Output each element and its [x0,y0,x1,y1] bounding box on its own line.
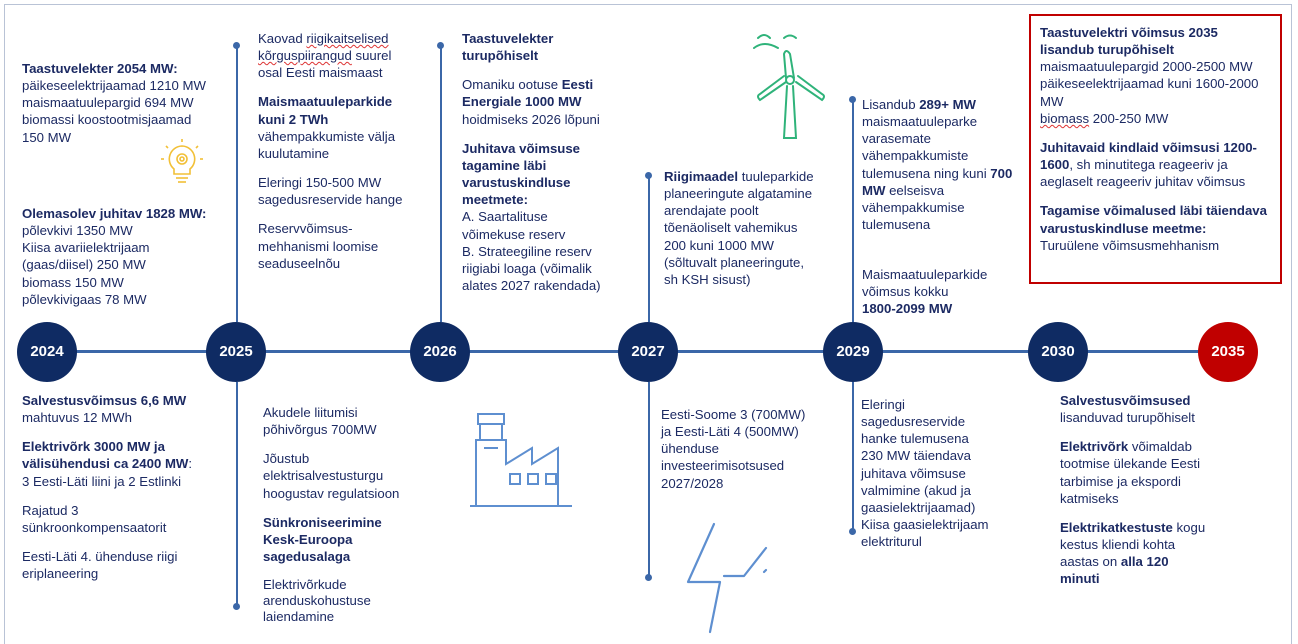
stem-dot [233,42,240,49]
stem-2027-bottom [648,382,650,578]
year-2025: 2025 [206,322,266,382]
year-2030: 2030 [1028,322,1088,382]
wind-turbine-icon [753,34,825,139]
stem-dot [645,574,652,581]
block-2024-top: Taastuvelekter 2054 MW: päikeseelektrija… [22,61,206,145]
stem-2029-top [852,100,854,322]
block-2027-top: Riigimaadel tuuleparkide planeeringute a… [664,169,814,287]
stem-2025-bottom [236,382,238,608]
lightbulb-gear-icon [161,139,203,183]
target-2035-box [1029,14,1282,284]
stem-dot [849,528,856,535]
stem-dot [233,603,240,610]
stem-2026-top [440,46,442,322]
block-2024-top-2: Olemasolev juhitav 1828 MW: põlevkivi 13… [22,206,207,307]
diagram-frame [4,4,1292,644]
year-2026: 2026 [410,322,470,382]
factory-icon [470,413,572,507]
block-2027-bottom: Eesti-Soome 3 (700MW)ja Eesti-Läti 4 (50… [661,407,806,491]
stem-2029-bottom [852,382,854,532]
year-2029: 2029 [823,322,883,382]
stem-dot [437,42,444,49]
year-2035: 2035 [1198,322,1258,382]
lightning-bolt-icon [686,522,768,634]
stem-dot [645,172,652,179]
stem-dot [849,96,856,103]
stem-2027-top [648,176,650,322]
stem-2025-top [236,46,238,322]
year-2027: 2027 [618,322,678,382]
year-2024: 2024 [17,322,77,382]
